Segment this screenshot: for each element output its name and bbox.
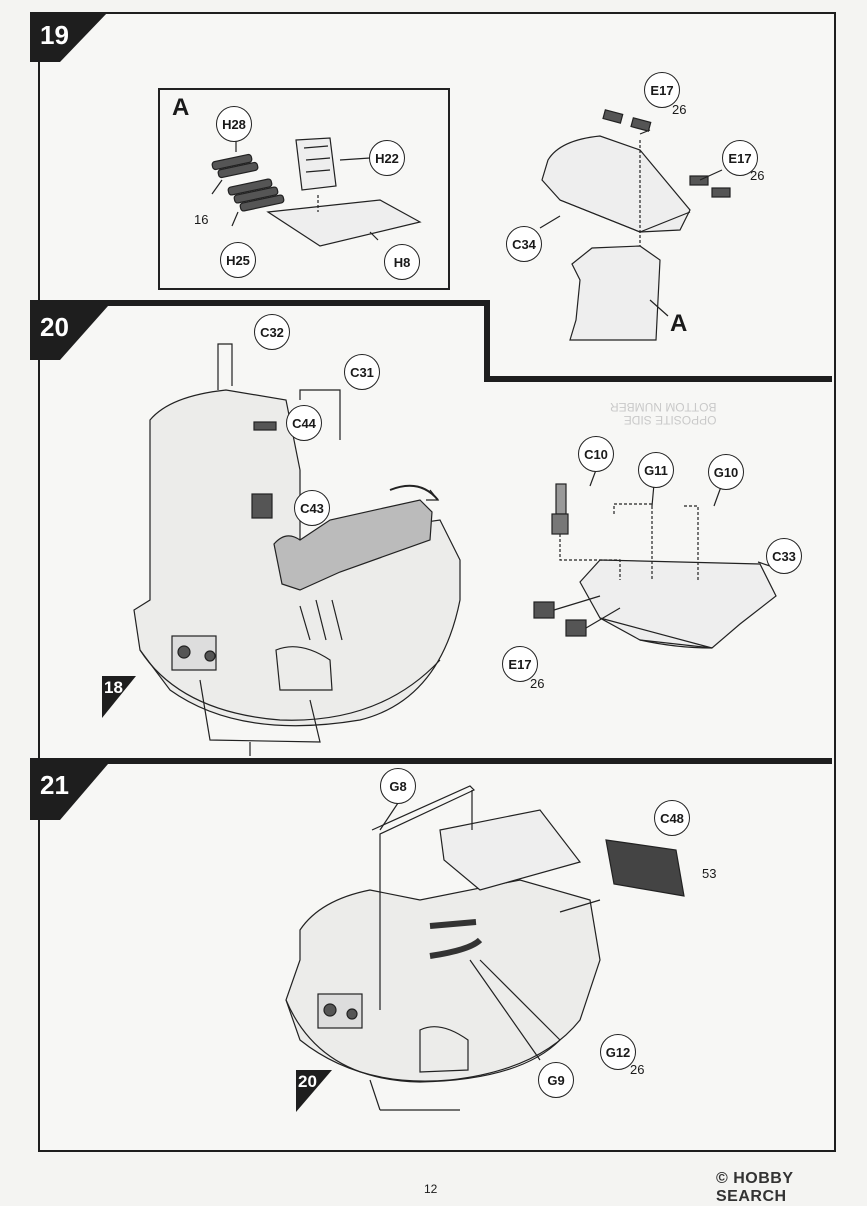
callout-c48: C48 — [654, 800, 690, 836]
ref-step-20: 20 — [298, 1072, 317, 1091]
qty-e17-side: 26 — [750, 168, 765, 183]
callout-e17-side: E17 — [722, 140, 758, 176]
callout-h25: H25 — [220, 242, 256, 278]
callout-h8: H8 — [384, 244, 420, 280]
callout-c34: C34 — [506, 226, 542, 262]
qty-e17: 26 — [530, 676, 545, 691]
qty-c48: 53 — [702, 866, 717, 881]
qty-e17-top: 26 — [672, 102, 687, 117]
step-number: 21 — [40, 770, 69, 800]
callout-e17-top: E17 — [644, 72, 680, 108]
callout-c33: C33 — [766, 538, 802, 574]
assembly-a-label: A — [670, 310, 688, 337]
callout-c44: C44 — [286, 405, 322, 441]
callout-g10: G10 — [708, 454, 744, 490]
step-number: 20 — [40, 312, 69, 342]
callout-c10: C10 — [578, 436, 614, 472]
callout-c32: C32 — [254, 314, 290, 350]
callout-g8: G8 — [380, 768, 416, 804]
qty-h: 16 — [194, 212, 209, 227]
qty-g12: 26 — [630, 1062, 645, 1077]
callout-e17: E17 — [502, 646, 538, 682]
watermark: © HOBBY SEARCH — [716, 1170, 794, 1205]
ref-step-18: 18 — [104, 678, 123, 697]
callout-c43: C43 — [294, 490, 330, 526]
callout-g9: G9 — [538, 1062, 574, 1098]
step-number: 19 — [40, 20, 69, 50]
h28-pins — [211, 153, 285, 212]
callout-h28: H28 — [216, 106, 252, 142]
inset-label: A — [172, 94, 190, 121]
callout-g12: G12 — [600, 1034, 636, 1070]
callout-c31: C31 — [344, 354, 380, 390]
callout-g11: G11 — [638, 452, 674, 488]
page-number: 12 — [424, 1182, 438, 1196]
callout-h22: H22 — [369, 140, 405, 176]
